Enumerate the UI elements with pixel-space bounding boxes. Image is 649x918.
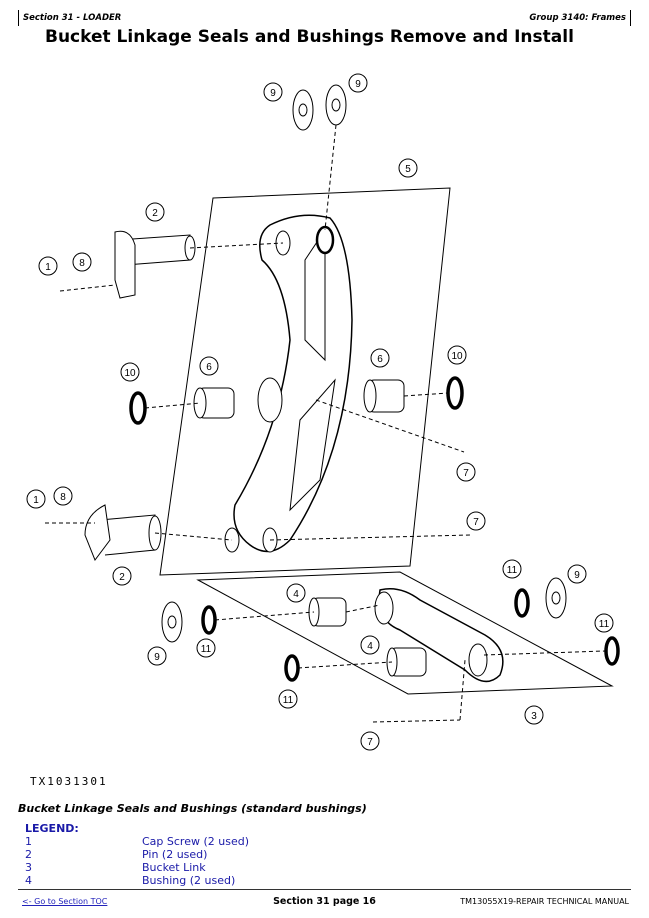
callout-10: 10 <box>447 345 467 365</box>
callout-number: 3 <box>531 711 537 722</box>
callout-number: 11 <box>201 644 212 655</box>
callout-9: 9 <box>147 646 167 666</box>
page-footer: <- Go to Section TOC Section 31 page 16 … <box>18 889 631 914</box>
callout-2: 2 <box>112 566 132 586</box>
callout-number: 9 <box>154 652 160 663</box>
legend: LEGEND: 1 Cap Screw (2 used) 2 Pin (2 used… <box>25 822 249 887</box>
callout-number: 4 <box>293 589 299 600</box>
callout-11: 11 <box>502 559 522 579</box>
callout-11: 11 <box>196 638 216 658</box>
figure-caption: Bucket Linkage Seals and Bushings (stand… <box>18 802 367 815</box>
leader-lines <box>45 124 606 723</box>
callout-5: 5 <box>398 158 418 178</box>
callout-8: 8 <box>53 486 73 506</box>
callout-6: 6 <box>199 356 219 376</box>
callout-number: 11 <box>283 695 294 706</box>
section-label: Section 31 - LOADER <box>23 13 122 23</box>
page-number: Section 31 page 16 <box>273 896 376 907</box>
arm-bore <box>257 377 283 423</box>
callout-number: 11 <box>507 565 518 576</box>
bushings <box>193 379 427 677</box>
callout-number: 7 <box>367 737 373 748</box>
callout-number: 1 <box>45 262 51 273</box>
callout-number: 6 <box>206 362 212 373</box>
callout-10: 10 <box>120 362 140 382</box>
callout-number: 10 <box>451 351 463 362</box>
callout-number: 8 <box>79 258 85 269</box>
legend-label: Bushing (2 used) <box>142 874 236 887</box>
callout-4: 4 <box>360 635 380 655</box>
callout-9: 9 <box>567 564 587 584</box>
legend-row: 2 Pin (2 used) <box>25 848 249 861</box>
legend-label: Bucket Link <box>142 861 206 874</box>
callout-number: 9 <box>574 570 580 581</box>
callout-1: 1 <box>26 489 46 509</box>
callout-number: 5 <box>405 164 411 175</box>
callout-number: 11 <box>599 619 610 630</box>
callout-11: 11 <box>594 613 614 633</box>
callout-2: 2 <box>145 202 165 222</box>
callout-4: 4 <box>286 583 306 603</box>
legend-number: 3 <box>25 861 32 874</box>
page-title: Bucket Linkage Seals and Bushings Remove… <box>45 27 574 47</box>
exploded-diagram <box>45 84 620 723</box>
callout-3: 3 <box>524 705 544 725</box>
callout-number: 9 <box>355 79 361 90</box>
legend-label: Cap Screw (2 used) <box>142 835 250 848</box>
legend-number: 1 <box>25 835 32 848</box>
legend-number: 4 <box>25 874 32 887</box>
legend-row: 3 Bucket Link <box>25 861 249 874</box>
callout-number: 8 <box>60 492 66 503</box>
callout-number: 7 <box>473 517 479 528</box>
callout-number: 7 <box>463 468 469 479</box>
legend-title: LEGEND: <box>25 822 79 835</box>
callout-number: 2 <box>152 208 158 219</box>
callout-number: 10 <box>124 368 136 379</box>
legend-row: 1 Cap Screw (2 used) <box>25 835 249 848</box>
callout-7: 7 <box>466 511 486 531</box>
manual-title: TM13055X19-REPAIR TECHNICAL MANUAL <box>460 897 629 906</box>
callout-7: 7 <box>456 462 476 482</box>
page-header: Section 31 - LOADER Group 3140: Frames <box>18 10 631 26</box>
callout-6: 6 <box>370 348 390 368</box>
callout-layer: 9 9 5 2 1 8 10 6 6 10 7 1 8 7 2 4 11 9 9 11 11 4 11 3 7 <box>26 73 614 751</box>
callout-number: 2 <box>119 572 125 583</box>
legend-number: 2 <box>25 848 32 861</box>
callout-number: 4 <box>367 641 373 652</box>
section-toc-link[interactable]: <- Go to Section TOC <box>22 897 108 906</box>
washers <box>161 84 567 643</box>
callout-number: 9 <box>270 88 276 99</box>
callout-9: 9 <box>348 73 368 93</box>
group-label: Group 3140: Frames <box>529 13 626 23</box>
callout-7: 7 <box>360 731 380 751</box>
callout-number: 1 <box>33 495 39 506</box>
legend-label: Pin (2 used) <box>142 848 208 861</box>
legend-row: 4 Bushing (2 used) <box>25 874 249 887</box>
callout-9: 9 <box>263 82 283 102</box>
figure-id: TX1031301 <box>30 775 108 788</box>
callout-8: 8 <box>72 252 92 272</box>
callout-number: 6 <box>377 354 383 365</box>
callout-1: 1 <box>38 256 58 276</box>
callout-11: 11 <box>278 689 298 709</box>
